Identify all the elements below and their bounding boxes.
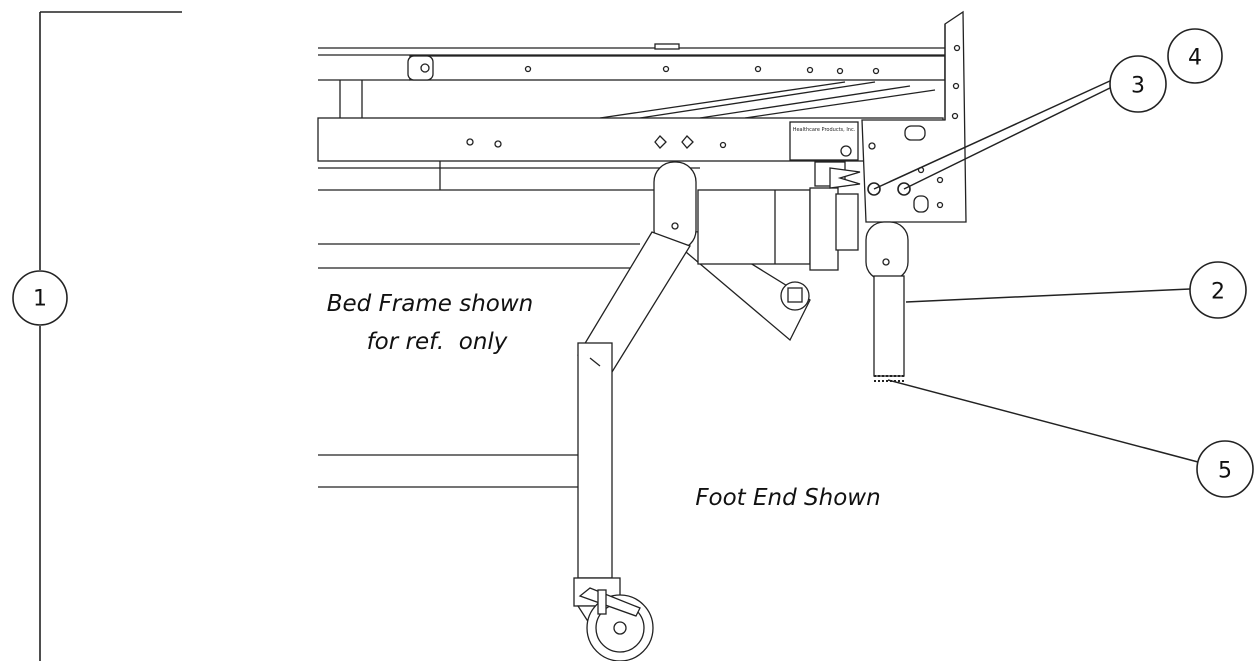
callout-1-bracket: 1 <box>12 11 182 661</box>
end-panel <box>861 10 967 223</box>
actuator-motor <box>658 161 861 342</box>
bed-frame-note-line2: for ref. only <box>367 329 508 355</box>
callout-4: 4 <box>1167 28 1223 84</box>
leg-assembly <box>573 161 697 661</box>
svg-text:3: 3 <box>1131 74 1145 99</box>
motor-label: Healthcare Products, Inc. <box>793 127 856 133</box>
bed-frame-note-line1: Bed Frame shown <box>327 291 534 317</box>
bed-frame <box>317 43 946 488</box>
callout-5: 5 <box>1196 440 1254 498</box>
callout-3: 3 <box>1109 55 1167 113</box>
svg-text:2: 2 <box>1211 280 1225 305</box>
callout-2: 2 <box>1189 261 1247 319</box>
svg-text:4: 4 <box>1188 46 1202 71</box>
callout-1-label: 1 <box>33 287 47 312</box>
foot-end-note: Foot End Shown <box>695 485 880 511</box>
svg-text:5: 5 <box>1218 459 1232 484</box>
right-leg <box>865 221 909 382</box>
leader-lines <box>873 79 1199 463</box>
